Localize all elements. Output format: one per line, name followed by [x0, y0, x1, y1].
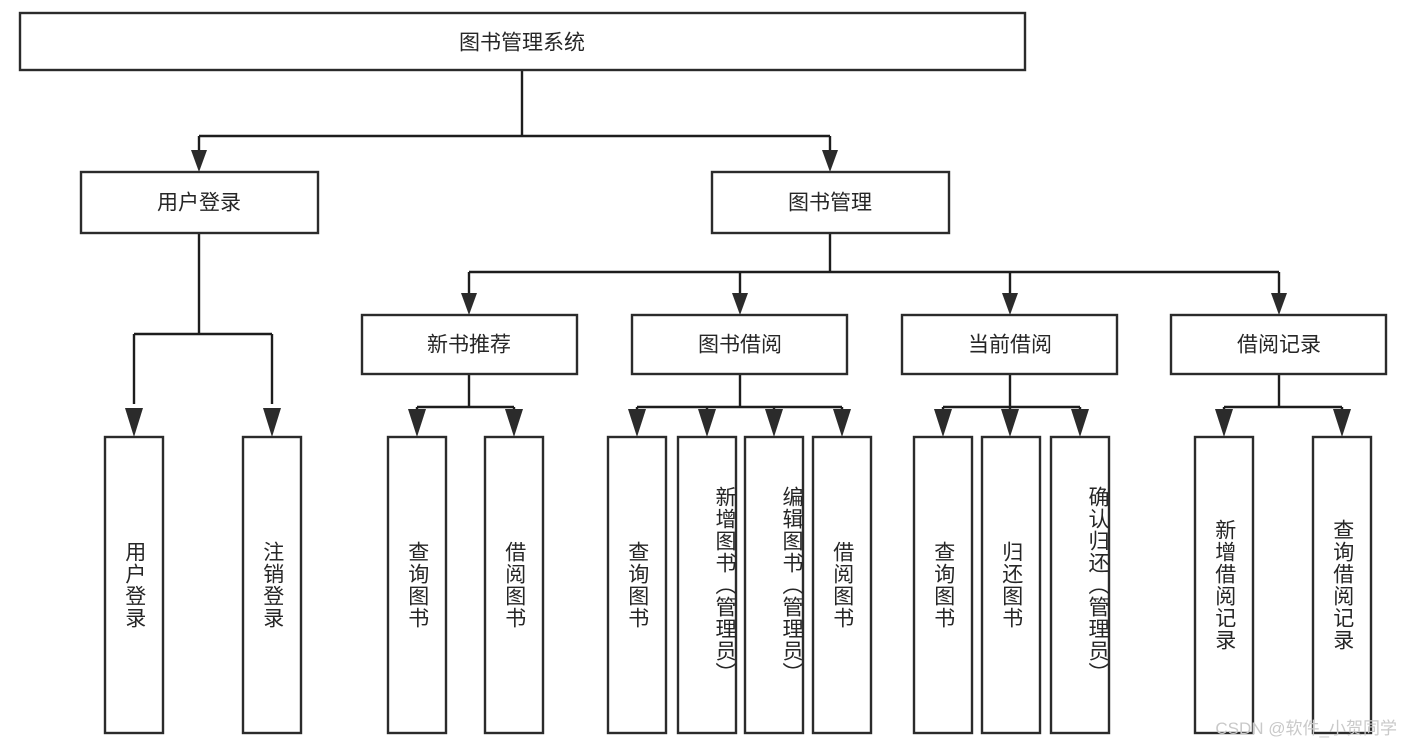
- arrowhead-to-leaf-logout-login: [263, 408, 281, 437]
- node-leaf-add-book-box[interactable]: [676, 435, 738, 735]
- connector-userlogin-to-leaves: [132, 233, 274, 404]
- node-borrow-record-box[interactable]: [1169, 313, 1388, 376]
- arrowhead-to-leaf-borrow-book-2: [833, 409, 851, 437]
- arrowhead-root-to-user-login: [191, 150, 207, 172]
- connector-borrowrecord-to-leaves: [1222, 374, 1344, 414]
- node-book-borrow-label: 图书借阅: [698, 334, 782, 357]
- node-borrow-record-label: 借阅记录: [1237, 334, 1321, 357]
- node-leaf-borrow-book-1-box[interactable]: [483, 435, 545, 735]
- arrowhead-to-leaf-return-book: [1001, 409, 1019, 437]
- arrowhead-to-leaf-confirm-return: [1071, 409, 1089, 437]
- arrowhead-to-leaf-query-book-1: [408, 409, 426, 437]
- arrowhead-to-current-borrow: [1002, 293, 1018, 315]
- node-leaf-query-book-1-box[interactable]: [386, 435, 448, 735]
- node-user-login-box[interactable]: [79, 170, 320, 235]
- node-book-borrow-box[interactable]: [630, 313, 849, 376]
- node-leaf-borrow-book-2-box[interactable]: [811, 435, 873, 735]
- node-layer: 图书管理系统 用户登录 图书管理 新书推荐 图书借阅 当前借阅 借阅记录: [18, 11, 1388, 735]
- node-leaf-query-book-2-box[interactable]: [606, 435, 668, 735]
- connector-bookmgmt-to-level3: [467, 233, 1281, 300]
- node-leaf-return-book-box[interactable]: [980, 435, 1042, 735]
- node-root-box[interactable]: [18, 11, 1027, 72]
- arrowhead-to-leaf-query-record: [1333, 409, 1351, 437]
- node-leaf-logout-login-box[interactable]: [241, 435, 303, 735]
- connector-root-to-level2: [197, 70, 832, 158]
- node-leaf-query-record-box[interactable]: [1311, 435, 1373, 735]
- connector-layer: [125, 70, 1351, 437]
- arrowhead-to-leaf-user-login: [125, 408, 143, 437]
- arrowhead-root-to-book-management: [822, 150, 838, 172]
- node-new-book-recommend-label: 新书推荐: [427, 334, 511, 357]
- connector-bookborrow-to-leaves: [635, 374, 844, 414]
- node-leaf-user-login-box[interactable]: [103, 435, 165, 735]
- node-book-management-label: 图书管理: [788, 192, 872, 215]
- arrowhead-to-book-borrow: [732, 293, 748, 315]
- arrowhead-to-leaf-edit-book: [765, 409, 783, 437]
- arrowhead-to-leaf-borrow-book-1: [505, 409, 523, 437]
- node-leaf-add-record-box[interactable]: [1193, 435, 1255, 735]
- node-current-borrow-box[interactable]: [900, 313, 1119, 376]
- arrowhead-to-leaf-add-book: [698, 409, 716, 437]
- node-leaf-edit-book-box[interactable]: [743, 435, 805, 735]
- node-new-book-recommend-box[interactable]: [360, 313, 579, 376]
- node-user-login-label: 用户登录: [157, 192, 241, 215]
- arrowhead-to-leaf-query-book-3: [934, 409, 952, 437]
- node-root-label: 图书管理系统: [459, 32, 585, 55]
- connector-currentborrow-to-leaves: [941, 374, 1082, 414]
- node-book-management-box[interactable]: [710, 170, 951, 235]
- connector-newbook-to-leaves: [415, 374, 516, 414]
- node-leaf-confirm-return-box[interactable]: [1049, 435, 1111, 735]
- arrowhead-to-new-book-recommend: [461, 293, 477, 315]
- node-leaf-query-book-3-box[interactable]: [912, 435, 974, 735]
- arrowhead-to-leaf-query-book-2: [628, 409, 646, 437]
- arrowhead-to-borrow-record: [1271, 293, 1287, 315]
- arrowhead-to-leaf-add-record: [1215, 409, 1233, 437]
- node-current-borrow-label: 当前借阅: [968, 334, 1052, 357]
